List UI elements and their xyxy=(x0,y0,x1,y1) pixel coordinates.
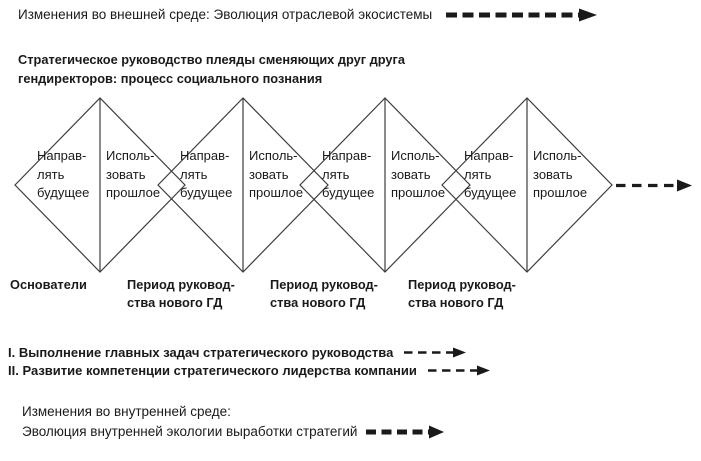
diamond-right-label: Исполь- зовать прошлое xyxy=(391,148,446,200)
task-1-label: I. Выполнение главных задач стратегическ… xyxy=(8,345,394,360)
diamond-left-label: Направ- лять будущее xyxy=(37,148,90,200)
dashed-arrow-right-icon xyxy=(445,8,598,22)
external-environment-label: Изменения во внешней среде: Эволюция отр… xyxy=(18,7,433,22)
diamond-left-label: Направ- лять будущее xyxy=(322,148,375,200)
strategic-leadership-subtitle: Стратегическое руководство плеяды сменяю… xyxy=(18,52,405,86)
dashed-arrow-right-icon xyxy=(616,179,692,192)
dashed-arrow-right-icon xyxy=(404,347,467,358)
diamond-right-label: Исполь- зовать прошлое xyxy=(106,148,161,200)
internal-environment-label-line1: Изменения во внутренней среде: xyxy=(22,404,231,419)
timeline-label-ceo-period: Период руковод- ства нового ГД xyxy=(408,277,516,310)
dashed-arrow-right-icon xyxy=(366,425,445,439)
dashed-arrow-right-icon xyxy=(427,365,490,376)
internal-environment-label-line2: Эволюция внутренней экологии выработки с… xyxy=(22,424,358,439)
diamond-left-label: Направ- лять будущее xyxy=(180,148,233,200)
external-environment-row: Изменения во внешней среде: Эволюция отр… xyxy=(18,6,598,24)
diamond-right-label: Исполь- зовать прошлое xyxy=(249,148,304,200)
timeline-label-ceo-period: Период руковод- ства нового ГД xyxy=(127,277,235,310)
diamond-shape xyxy=(14,97,186,273)
timeline-label-ceo-period: Период руковод- ства нового ГД xyxy=(270,277,378,310)
diamond-shape xyxy=(157,97,329,273)
diamond-shape xyxy=(441,97,613,273)
task-2-label: II. Развитие компетенции стратегического… xyxy=(8,363,417,378)
diamond-shape xyxy=(299,97,471,273)
task-row-1: I. Выполнение главных задач стратегическ… xyxy=(8,344,467,361)
diamond-chain-svg xyxy=(14,97,613,273)
task-row-2: II. Развитие компетенции стратегического… xyxy=(8,362,490,379)
internal-environment-row: Эволюция внутренней экологии выработки с… xyxy=(22,422,445,442)
diamond-left-label: Направ- лять будущее xyxy=(464,148,517,200)
timeline-label-founders: Основатели xyxy=(10,277,87,292)
diamond-right-label: Исполь- зовать прошлое xyxy=(533,148,588,200)
